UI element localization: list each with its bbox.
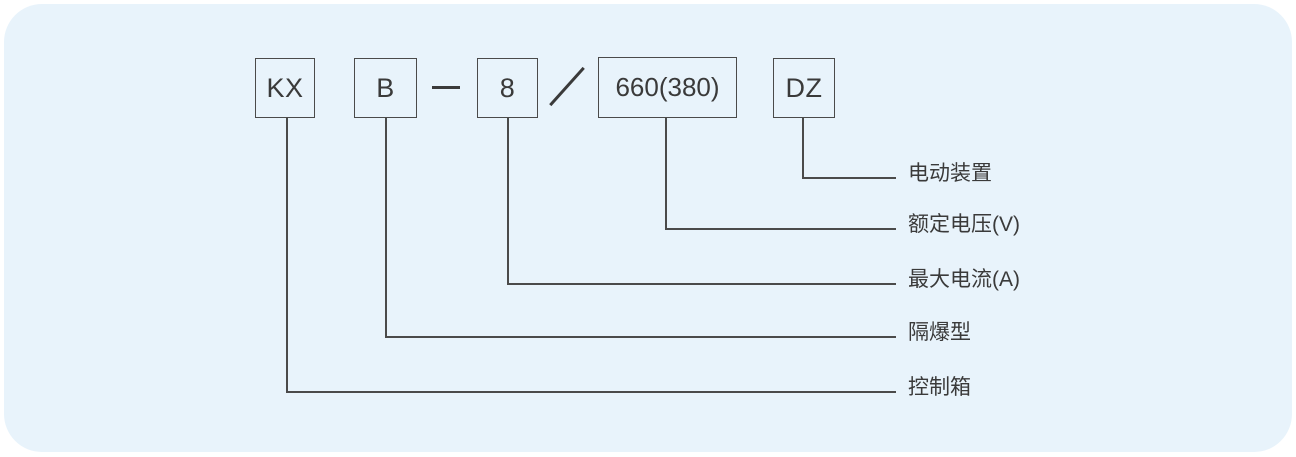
label-electric-device: 电动装置	[908, 162, 992, 185]
electric-device-code-box: DZ	[773, 58, 835, 118]
rated-voltage-value-box: 660(380)	[598, 57, 737, 118]
connector-max-current-horizontal	[507, 283, 896, 285]
connector-rated-voltage-vertical	[665, 117, 667, 230]
diagram-panel-background	[4, 4, 1292, 452]
connector-electric-device-vertical	[802, 117, 804, 179]
connector-control-box-horizontal	[286, 391, 896, 393]
label-flameproof-type: 隔爆型	[908, 321, 971, 344]
connector-flameproof-horizontal	[385, 336, 896, 338]
label-max-current: 最大电流(A)	[908, 268, 1020, 291]
connector-control-box-vertical	[286, 117, 288, 393]
connector-flameproof-vertical	[385, 117, 387, 338]
connector-max-current-vertical	[507, 117, 509, 285]
connector-electric-device-horizontal	[802, 177, 896, 179]
max-current-value-box: 8	[477, 58, 538, 118]
dash-separator	[432, 86, 460, 89]
label-control-box: 控制箱	[908, 376, 971, 399]
flameproof-type-code-box: B	[354, 58, 417, 118]
label-rated-voltage: 额定电压(V)	[908, 213, 1020, 236]
control-box-code-box: KX	[255, 58, 315, 118]
connector-rated-voltage-horizontal	[665, 228, 896, 230]
